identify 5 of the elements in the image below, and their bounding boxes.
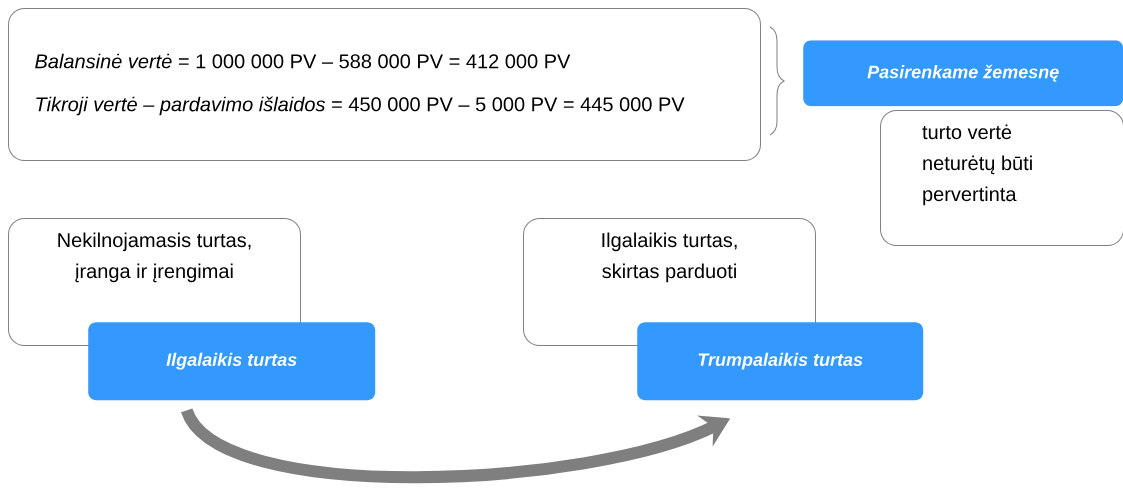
text-box: turto vertė neturėtų būti pervertinta xyxy=(880,110,1123,246)
heading-box: Ilgalaikis turtas xyxy=(88,322,376,401)
heading-box: Pasirenkame žemesnę xyxy=(803,40,1123,107)
heading-box: Trumpalaikis turtas xyxy=(637,322,924,401)
text-box: Balansinė vertė = 1 000 000 PV – 588 000 PV = 412 000 PV Tikroji vertė – pardavimo išlaidos = 450 000 PV – 5 000 PV = 445 000 PV xyxy=(8,8,761,161)
